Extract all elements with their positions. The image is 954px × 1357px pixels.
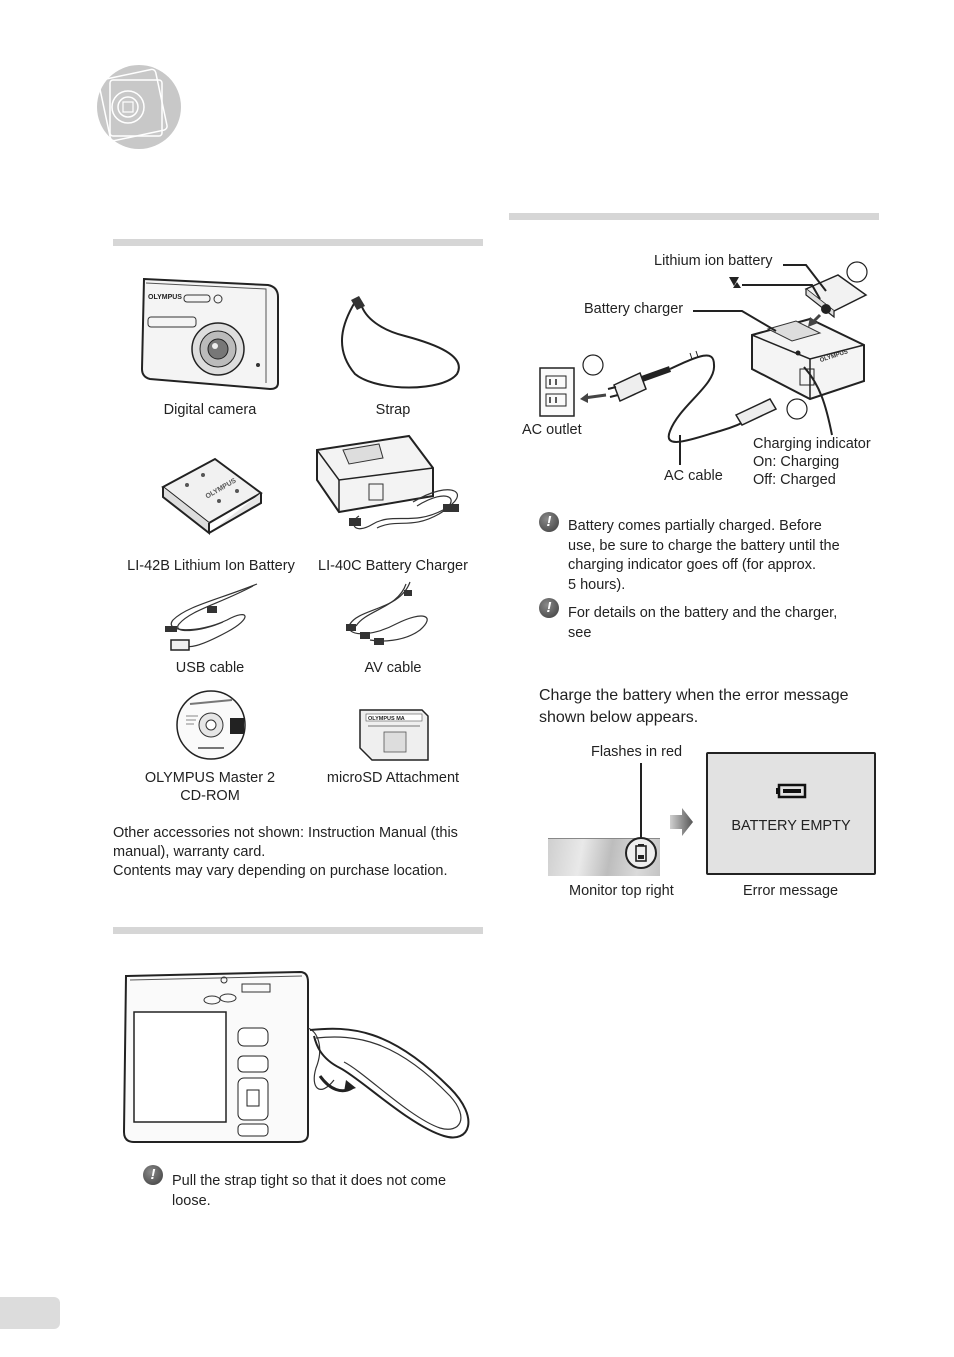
battery-empty-icon [776,783,807,799]
battery-indicator-circle [625,837,657,869]
error-screen-text: BATTERY EMPTY [731,818,851,834]
camera-with-strap-illustration [122,970,470,1143]
error-screen: BATTERY EMPTY [706,752,876,875]
strap-note: Pull the strap tight so that it does not… [172,1171,492,1211]
battery-charger-illustration [316,434,459,530]
section-bar-charging [509,213,879,220]
label-indicator-on: On: Charging [753,454,840,470]
note-line: charging indicator goes off (for approx. [568,557,816,573]
caption-monitor-top-right: Monitor top right [569,883,674,899]
section-bar-strap [113,927,483,934]
item-label-av-cable: AV cable [364,660,422,676]
item-label-usb-cable: USB cable [175,660,245,676]
flash-leader-line [640,763,642,839]
label-charging-indicator: Charging indicator [753,436,871,452]
note-line: Other accessories not shown: Instruction… [113,825,458,841]
warning-icon: ! [539,598,559,618]
label-flashes-in-red: Flashes in red [591,744,683,760]
item-label-cd-rom-line2: CD-ROM [180,788,240,804]
battery-illustration: OLYMPUS [161,457,263,536]
note-line: Battery comes partially charged. Before [568,518,822,534]
item-label-battery: LI-42B Lithium Ion Battery [127,558,295,574]
item-label-cd-rom: OLYMPUS Master 2 [144,770,276,786]
digital-camera-illustration: OLYMPUS [140,277,279,391]
item-label-digital-camera: Digital camera [163,402,257,418]
warning-icon: ! [143,1165,163,1185]
charging-note-1: Battery comes partially charged. Before … [568,517,888,595]
note-line: manual), warranty card. [113,844,266,860]
av-cable-illustration [346,581,428,645]
charging-note-2: For details on the battery and the charg… [568,604,888,643]
microsd-attachment-illustration: OLYMPUS MA [359,709,429,761]
camera-brand-text: OLYMPUS [148,294,182,301]
item-label-microsd: microSD Attachment [326,770,460,786]
camera-chapter-icon [97,65,181,149]
usb-cable-illustration [165,583,258,651]
note-line: Contents may vary depending on purchase … [113,863,448,879]
note-line: For details on the battery and the charg… [568,605,838,621]
note-line: loose. [172,1193,211,1209]
label-ac-outlet: AC outlet [522,422,582,438]
battery-icon [635,844,647,862]
svg-text:OLYMPUS MA: OLYMPUS MA [368,716,405,722]
charging-diagram: OLYMPUS [539,261,868,465]
label-battery-charger: Battery charger [584,301,684,317]
cd-rom-illustration [176,690,246,760]
label-indicator-off: Off: Charged [753,472,836,488]
triangle-marker [729,277,739,286]
item-label-charger: LI-40C Battery Charger [318,558,468,574]
note-line: use, be sure to charge the battery until… [568,537,840,554]
note-line: see [568,624,592,641]
note-line: 5 hours). [568,576,626,593]
when-to-charge-text: Charge the battery when the error messag… [539,685,884,728]
box-contents-note: Other accessories not shown: Instruction… [113,824,493,881]
note-line: Pull the strap tight so that it does not… [172,1173,447,1189]
section-bar-box-contents [113,239,483,246]
item-label-strap: Strap [375,402,411,418]
chapter-icon-area [96,64,182,150]
label-lithium-ion-battery: Lithium ion battery [654,253,773,269]
strap-illustration [341,296,460,389]
label-ac-cable: AC cable [664,468,723,484]
warning-icon: ! [539,512,559,532]
caption-error-message: Error message [743,883,839,899]
arrow-right-icon [670,808,693,836]
text-line: shown below appears. [539,708,699,726]
page-tab [0,1297,60,1329]
text-line: Charge the battery when the error messag… [539,687,849,704]
